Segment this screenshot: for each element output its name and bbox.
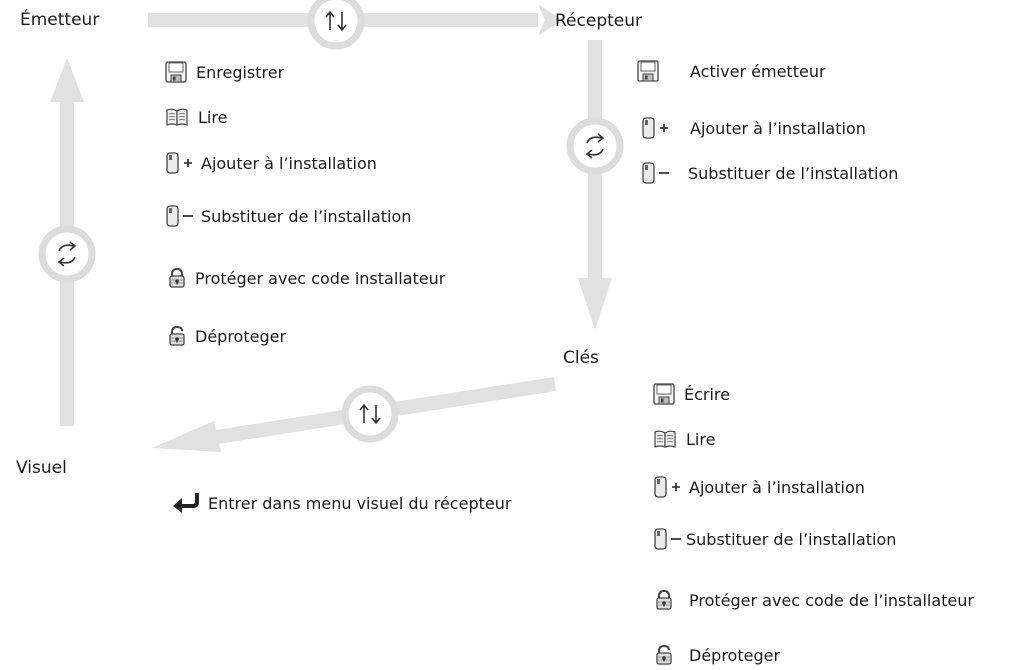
node-visuel: Visuel bbox=[16, 458, 67, 478]
floppy-disk-icon bbox=[165, 61, 187, 83]
recepteur-menu-item: Activer émetteur bbox=[637, 60, 826, 82]
node-recepteur: Récepteur bbox=[555, 11, 642, 31]
recepteur-menu-item: Substituer de l’installation bbox=[641, 162, 898, 184]
exchange-badge-right bbox=[566, 117, 624, 175]
emetteur-item-label: Enregistrer bbox=[196, 62, 285, 82]
cles-item-label: Protéger avec code de l’installateur bbox=[689, 590, 974, 610]
enter-arrow-icon bbox=[171, 492, 201, 514]
node-cles: Clés bbox=[563, 348, 599, 368]
cles-item-label: Déproteger bbox=[689, 645, 781, 665]
emetteur-menu-item: Substituer de l’installation bbox=[165, 205, 411, 227]
padlock-closed-icon bbox=[655, 590, 673, 610]
cles-menu-item: Déproteger bbox=[655, 645, 780, 665]
remote-replace-icon bbox=[653, 528, 683, 550]
exchange-arrows-icon bbox=[57, 241, 77, 267]
exchange-badge-top bbox=[307, 0, 365, 50]
emetteur-item-label: Lire bbox=[198, 107, 228, 127]
remote-add-icon bbox=[165, 152, 195, 174]
cles-menu-item: Lire bbox=[653, 429, 715, 449]
emetteur-menu-item: Enregistrer bbox=[165, 61, 284, 83]
remote-replace-icon bbox=[641, 162, 671, 184]
floppy-disk-icon bbox=[653, 383, 675, 405]
remote-add-icon bbox=[641, 117, 671, 139]
remote-add-icon bbox=[653, 476, 683, 498]
cles-item-label: Substituer de l’installation bbox=[686, 529, 897, 549]
recepteur-item-label: Ajouter à l’installation bbox=[690, 118, 866, 138]
padlock-closed-icon bbox=[168, 268, 186, 288]
cles-item-label: Écrire bbox=[684, 384, 730, 404]
floppy-disk-icon bbox=[637, 60, 659, 82]
arrow-recepteur-to-cles bbox=[578, 40, 612, 330]
book-icon bbox=[653, 429, 677, 449]
recepteur-item-label: Activer émetteur bbox=[690, 61, 826, 81]
emetteur-menu-item: Ajouter à l’installation bbox=[165, 152, 377, 174]
remote-replace-icon bbox=[165, 205, 195, 227]
visuel-item-label: Entrer dans menu visuel du récepteur bbox=[208, 493, 512, 513]
emetteur-menu-item: Protéger avec code installateur bbox=[168, 268, 445, 288]
recepteur-item-label: Substituer de l’installation bbox=[688, 163, 899, 183]
cles-menu-item: Protéger avec code de l’installateur bbox=[655, 590, 974, 610]
padlock-open-icon bbox=[655, 645, 673, 665]
node-emetteur: Émetteur bbox=[20, 10, 100, 30]
exchange-arrows-icon bbox=[359, 403, 381, 425]
cles-item-label: Ajouter à l’installation bbox=[689, 477, 865, 497]
cles-menu-item: Ajouter à l’installation bbox=[653, 476, 865, 498]
cles-menu-item: Substituer de l’installation bbox=[653, 528, 896, 550]
emetteur-menu-item: Déproteger bbox=[168, 326, 286, 346]
emetteur-item-label: Déproteger bbox=[195, 326, 287, 346]
emetteur-item-label: Ajouter à l’installation bbox=[201, 153, 377, 173]
exchange-arrows-icon bbox=[325, 10, 347, 32]
exchange-badge-bottom bbox=[341, 385, 399, 443]
recepteur-menu-item: Ajouter à l’installation bbox=[641, 117, 866, 139]
visuel-menu-item: Entrer dans menu visuel du récepteur bbox=[171, 492, 511, 514]
exchange-badge-left bbox=[38, 225, 96, 283]
cles-item-label: Lire bbox=[686, 429, 716, 449]
padlock-open-icon bbox=[168, 326, 186, 346]
emetteur-item-label: Substituer de l’installation bbox=[201, 206, 412, 226]
cles-menu-item: Écrire bbox=[653, 383, 730, 405]
emetteur-menu-item: Lire bbox=[165, 107, 227, 127]
emetteur-item-label: Protéger avec code installateur bbox=[195, 268, 446, 288]
book-icon bbox=[165, 107, 189, 127]
exchange-arrows-icon bbox=[585, 133, 605, 159]
